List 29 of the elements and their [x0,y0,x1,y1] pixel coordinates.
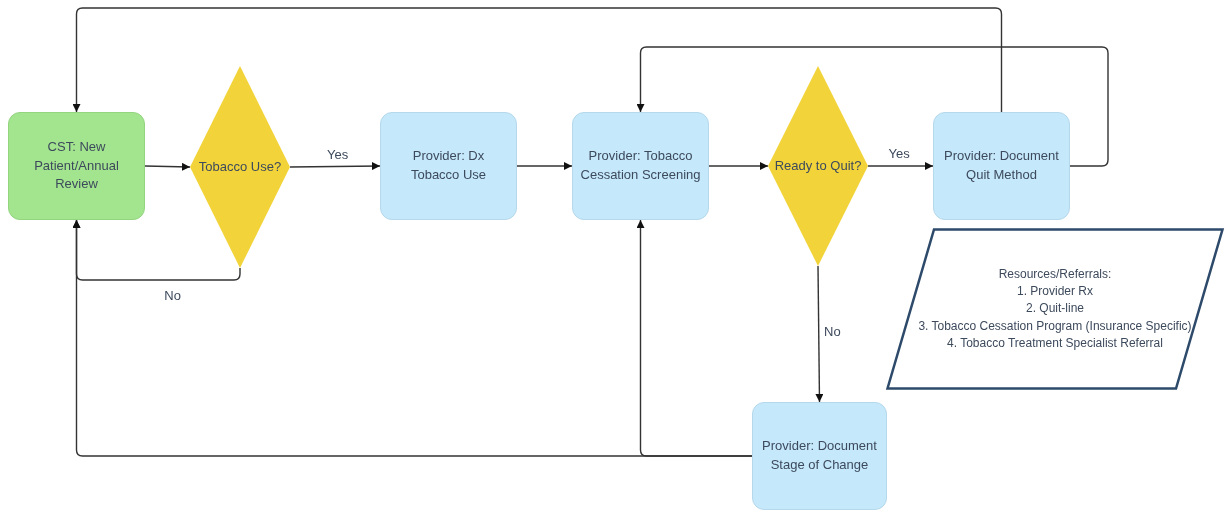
node-text: 4. Tobacco Treatment Specialist Referral [947,335,1163,353]
node-text: 2. Quit-line [1026,300,1084,318]
node-text: Provider: Document Stage of Change [761,437,878,474]
arrow [867,162,934,170]
arrow [72,7,1003,113]
arrow [636,46,1109,167]
process-box [572,112,709,220]
arrow [289,162,381,171]
node-text: Ready to Quit? [774,156,862,175]
arrow [708,162,769,170]
node-text: CST: New Patient/Annual Review [33,137,120,194]
arrow [815,265,824,403]
arrow [144,162,191,171]
node-text: Tobacco Use? [198,157,282,176]
node-text: Resources/Referrals: [998,265,1112,283]
arrow [636,219,753,457]
data-parallelogram [886,228,1224,390]
decision-diamond [768,66,868,266]
node-text: Provider: Tobacco Cessation Screening [579,147,702,184]
node-text: 1. Provider Rx [1017,282,1093,300]
node-text: Provider: Dx Tobacco Use [409,147,488,184]
process-box [752,402,887,510]
node-text: 3. Tobacco Cessation Program (Insurance Specific) [918,317,1192,335]
arrow [516,162,573,170]
decision-diamond [190,66,290,268]
node-text: Provider: Document Quit Method [943,147,1060,184]
process-box [933,112,1070,220]
start-box [8,112,145,220]
process-box [380,112,517,220]
